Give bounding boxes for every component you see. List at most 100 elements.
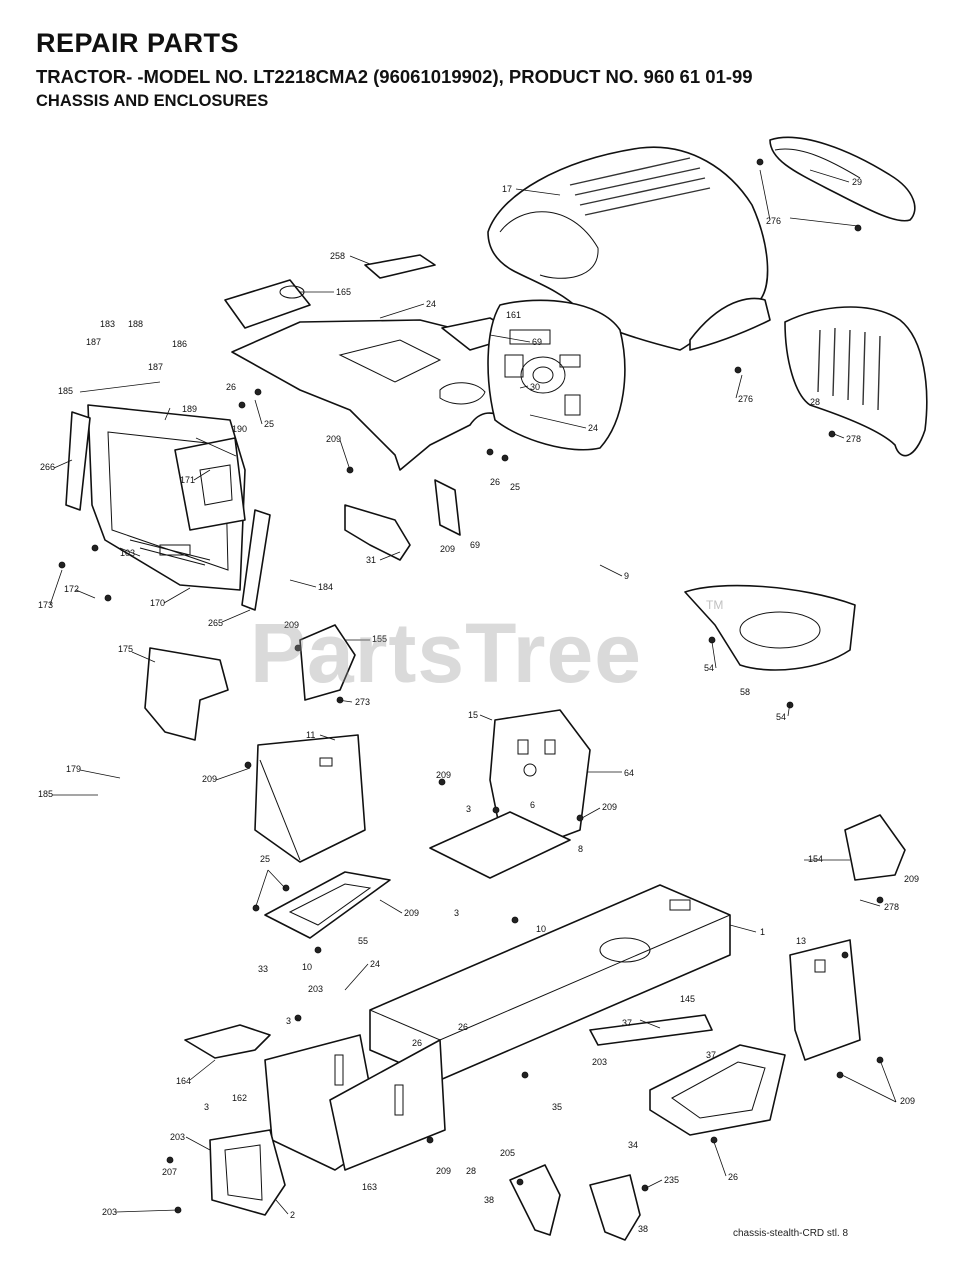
callout: 209	[602, 802, 617, 812]
callout: 69	[470, 540, 480, 550]
hardware-fasteners	[58, 158, 884, 1214]
callout: 38	[484, 1195, 494, 1205]
callout: 24	[426, 299, 436, 309]
callout: 173	[38, 600, 53, 610]
console-lid-165	[224, 279, 311, 329]
callout: 209	[284, 620, 299, 630]
bracket-38-right	[589, 1174, 641, 1241]
callout: 175	[118, 644, 133, 654]
callout: 1	[760, 927, 765, 937]
callout: 276	[766, 216, 781, 226]
callout: 203	[592, 1057, 607, 1067]
callout: 2	[290, 1210, 295, 1220]
callout: 25	[510, 482, 520, 492]
callout: 25	[260, 854, 270, 864]
callout: 13	[796, 936, 806, 946]
bracket-155	[299, 624, 356, 701]
callout: 183	[100, 319, 115, 329]
callout: 187	[86, 337, 101, 347]
callout: 163	[362, 1182, 377, 1192]
callout-labels: 17 29 276 258 165 24 161 69 183 188 187 …	[38, 177, 919, 1234]
callout: 25	[264, 419, 274, 429]
callout: 190	[232, 424, 247, 434]
callout: 165	[336, 287, 351, 297]
panel-11	[254, 734, 366, 863]
callout: 172	[64, 584, 79, 594]
callout: 69	[532, 337, 542, 347]
front-plate-2	[209, 1129, 286, 1216]
callout: 8	[578, 844, 583, 854]
watermark-trademark: TM	[706, 598, 724, 612]
callout: 10	[302, 962, 312, 972]
panel-13	[789, 939, 861, 1061]
callout: 209	[904, 874, 919, 884]
leader-lines	[49, 169, 897, 1215]
callout: 54	[776, 712, 786, 722]
callout: 188	[128, 319, 143, 329]
plate-175	[144, 647, 229, 741]
callout: 209	[326, 434, 341, 444]
callout: 29	[852, 177, 862, 187]
bracket-31	[344, 504, 411, 561]
callout: 209	[440, 544, 455, 554]
callout: 203	[170, 1132, 185, 1142]
callout: 164	[176, 1076, 191, 1086]
hood-grille-icon	[569, 157, 711, 216]
callout: 161	[506, 310, 521, 320]
callout: 273	[355, 697, 370, 707]
callout: 162	[232, 1093, 247, 1103]
callout: 209	[436, 770, 451, 780]
callout: 209	[436, 1166, 451, 1176]
callout: 17	[502, 184, 512, 194]
callout: 30	[530, 382, 540, 392]
callout: 278	[884, 902, 899, 912]
cover-258	[364, 254, 436, 279]
callout: 3	[204, 1102, 209, 1112]
callout: 37	[706, 1050, 716, 1060]
callout: 26	[458, 1022, 468, 1032]
callout: 265	[208, 618, 223, 628]
callout: 64	[624, 768, 634, 778]
callout: 179	[66, 764, 81, 774]
callout: 203	[102, 1207, 117, 1217]
footrest-33	[264, 871, 391, 939]
callout: 24	[370, 959, 380, 969]
main-frame-1	[369, 884, 731, 1081]
callout: 145	[680, 994, 695, 1004]
callout: 278	[846, 434, 861, 444]
callout: 28	[466, 1166, 476, 1176]
bracket-164	[184, 1024, 271, 1059]
battery-cover-58	[684, 584, 856, 671]
callout: 209	[900, 1096, 915, 1106]
floor-plate-6	[429, 811, 571, 879]
instrument-panel-9	[487, 299, 626, 451]
callout: 26	[412, 1038, 422, 1048]
callout: 3	[454, 908, 459, 918]
callout: 26	[490, 477, 500, 487]
bracket-154	[844, 814, 906, 881]
callout: 26	[226, 382, 236, 392]
callout: 170	[150, 598, 165, 608]
callout: 3	[466, 804, 471, 814]
bracket-38-left	[509, 1164, 561, 1236]
callout: 209	[404, 908, 419, 918]
callout: 6	[530, 800, 535, 810]
callout: 24	[588, 423, 598, 433]
callout: 37	[622, 1018, 632, 1028]
callout: 207	[162, 1167, 177, 1177]
callout: 26	[728, 1172, 738, 1182]
page-title: REPAIR PARTS	[36, 28, 240, 58]
model-subtitle: TRACTOR- -MODEL NO. LT2218CMA2 (96061019…	[36, 66, 753, 87]
callout: 31	[366, 555, 376, 565]
callout: 10	[536, 924, 546, 934]
callout: 11	[306, 730, 315, 740]
callout: 185	[58, 386, 73, 396]
callout: 15	[468, 710, 478, 720]
footrest-34	[649, 1044, 786, 1136]
grille-panel-28	[784, 306, 928, 457]
callout: 258	[330, 251, 345, 261]
rail-265	[241, 509, 271, 611]
callout: 9	[624, 571, 629, 581]
callout: 103	[120, 548, 135, 558]
